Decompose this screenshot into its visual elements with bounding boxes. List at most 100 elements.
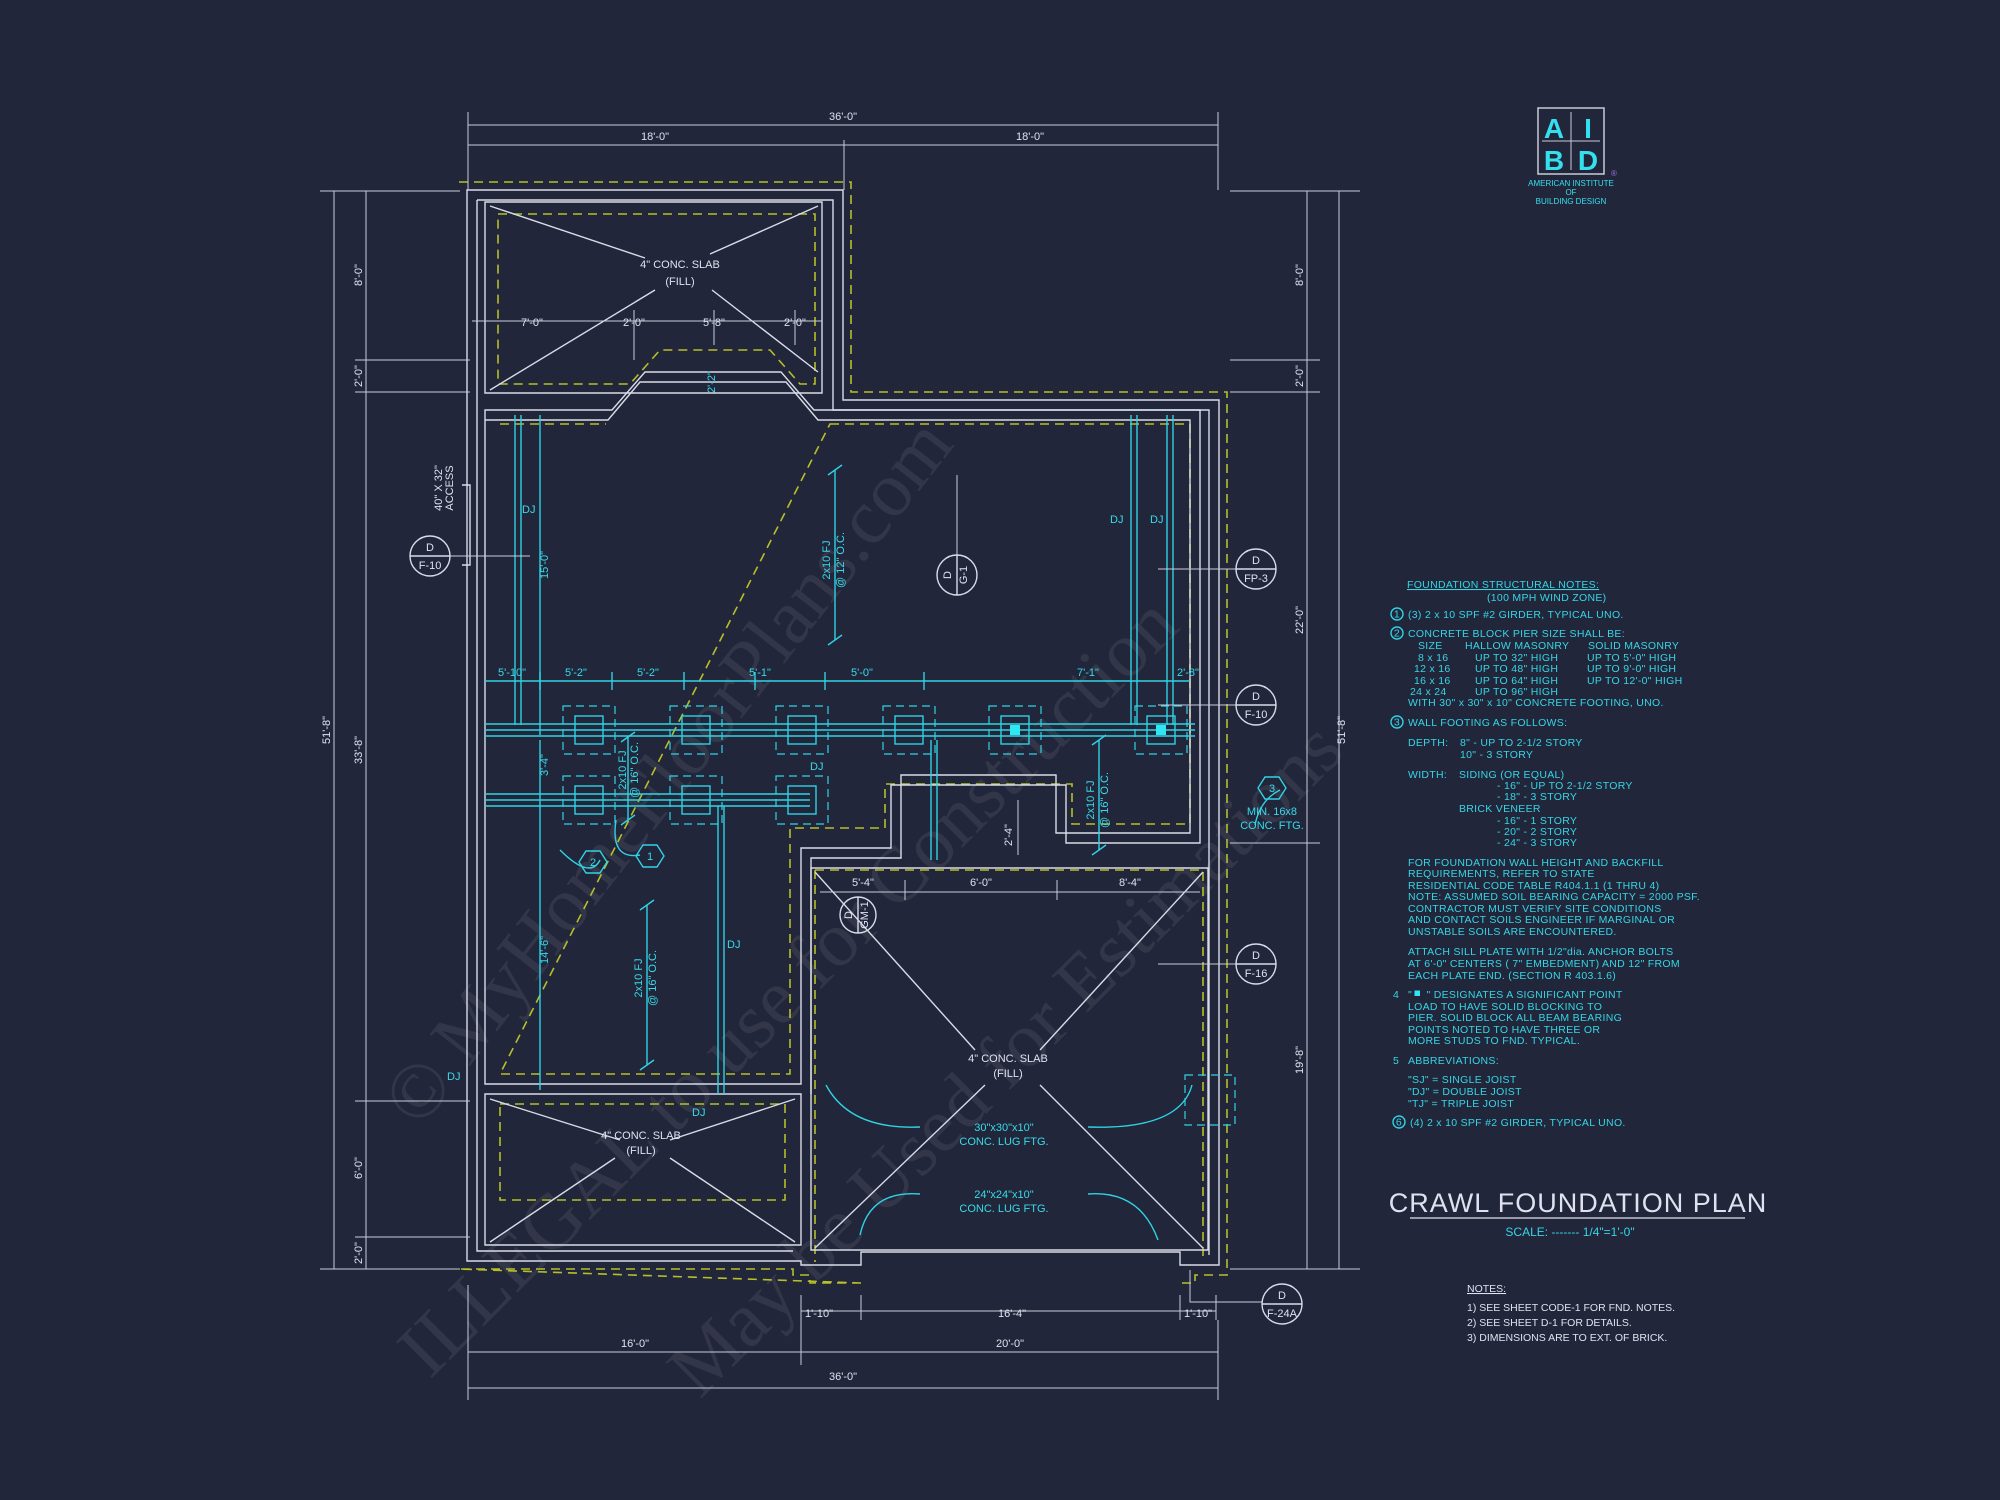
- drawing-title: CRAWL FOUNDATION PLAN: [1389, 1188, 1768, 1218]
- section-marker-bottom: G-1: [958, 566, 970, 584]
- dim-label: 2'-0": [784, 317, 806, 329]
- joist-spec-line: @ 16" O.C.: [1099, 772, 1111, 828]
- note-line: CONCRETE BLOCK PIER SIZE SHALL BE:: [1408, 628, 1625, 640]
- note-number-circle: [1390, 626, 1404, 640]
- logo-letter: A: [1544, 113, 1564, 144]
- aibd-logo: A I B D ® AMERICAN INSTITUTE OF BUILDING…: [1528, 107, 1617, 206]
- note-line: - 20" - 2 STORY: [1497, 826, 1577, 838]
- beam-dim: 2'-8": [1177, 667, 1199, 679]
- note-line: - 18" - 3 STORY: [1497, 791, 1577, 803]
- dim-label: 2'-0": [353, 365, 365, 387]
- note-line: UP TO 96" HIGH: [1475, 686, 1558, 698]
- note-line-part: ": [1408, 989, 1412, 1001]
- section-marker-f10[interactable]: DF-10: [409, 535, 530, 577]
- note-line: " " DESIGNATES A SIGNIFICANT POINT: [1408, 989, 1623, 1001]
- note-number: 3: [1394, 717, 1400, 729]
- section-marker-bottom: F-24A: [1267, 1308, 1298, 1320]
- title-block: CRAWL FOUNDATION PLAN SCALE: ------- 1/4…: [1389, 1188, 1768, 1344]
- note-line: HALLOW MASONRY: [1465, 640, 1569, 652]
- footing-outline: [458, 181, 1228, 1284]
- dim-label: 36'-0": [829, 111, 857, 123]
- logo-letter: B: [1544, 145, 1564, 176]
- note-line: ATTACH SILL PLATE WITH 1/2"dia. ANCHOR B…: [1408, 946, 1674, 958]
- foundation-walls: [462, 189, 1220, 1266]
- logo-text: BUILDING DESIGN: [1536, 197, 1607, 206]
- dim-label: 8'-4": [1119, 877, 1141, 889]
- hex-tag: 1: [635, 844, 665, 868]
- drawing-scale: SCALE: ------- 1/4"=1'-0": [1505, 1225, 1634, 1239]
- note-number: 2: [1394, 628, 1400, 640]
- note-line: 8 x 16: [1418, 652, 1448, 664]
- note-line: - 16" - 1 STORY: [1497, 815, 1577, 827]
- note-line: UP TO 12'-0" HIGH: [1587, 675, 1682, 687]
- note-line: LOAD TO HAVE SOLID BLOCKING TO: [1408, 1001, 1602, 1013]
- joist-spec-line: 2x10 FJ: [633, 958, 645, 997]
- dj-label: DJ: [1150, 514, 1163, 526]
- joist-spec-16oc: 2x10 FJ @ 16" O.C.: [617, 742, 641, 798]
- dim-label: 5'-8": [703, 317, 725, 329]
- dj-label: DJ: [692, 1107, 705, 1119]
- dj-label: DJ: [522, 504, 535, 516]
- general-note: 2) SEE SHEET D-1 FOR DETAILS.: [1467, 1317, 1632, 1329]
- section-marker-fp3[interactable]: DFP-3: [1158, 548, 1277, 590]
- dim-label: 16'-0": [621, 1338, 649, 1350]
- note-line: UNSTABLE SOILS ARE ENCOUNTERED.: [1408, 926, 1617, 938]
- joist-spec-16oc: 2x10 FJ @ 16" O.C.: [1085, 772, 1111, 828]
- logo-letter: I: [1584, 113, 1592, 144]
- note-line: - 24" - 3 STORY: [1497, 837, 1577, 849]
- note-line: UP TO 64" HIGH: [1475, 675, 1558, 687]
- dim-label: 51'-8": [1336, 716, 1348, 744]
- dim-label: 2'-0": [623, 317, 645, 329]
- joist-spec-line: 2x10 FJ: [617, 750, 629, 789]
- general-note: 1) SEE SHEET CODE-1 FOR FND. NOTES.: [1467, 1302, 1675, 1314]
- section-marker-top: D: [1252, 555, 1260, 567]
- note-line: UP TO 5'-0" HIGH: [1587, 652, 1676, 664]
- note-line: (3) 2 x 10 SPF #2 GIRDER, TYPICAL UNO.: [1408, 609, 1624, 621]
- note-line: MORE STUDS TO FND. TYPICAL.: [1408, 1035, 1580, 1047]
- access-label-line: ACCESS: [444, 465, 456, 510]
- slab-label: 4" CONC. SLAB: [601, 1130, 681, 1142]
- section-marker-f24a[interactable]: DF-24A: [1189, 1270, 1303, 1325]
- note-number: 6: [1396, 1117, 1402, 1129]
- crawl-access-label: 40" X 32" ACCESS: [433, 465, 456, 511]
- dim-label: 6'-0": [970, 877, 992, 889]
- note-line: EACH PLATE END. (SECTION R 403.1.6): [1408, 970, 1616, 982]
- dim-label: 5'-4": [852, 877, 874, 889]
- lug-footing-label: 30"x30"x10": [974, 1122, 1034, 1134]
- general-notes-heading: NOTES:: [1467, 1283, 1506, 1295]
- section-marker-top: D: [843, 911, 855, 919]
- dim-label: 18'-0": [1016, 131, 1044, 143]
- note-line: DEPTH:: [1408, 737, 1448, 749]
- note-line: AND CONTACT SOILS ENGINEER IF MARGINAL O…: [1408, 914, 1675, 926]
- note-line: (4) 2 x 10 SPF #2 GIRDER, TYPICAL UNO.: [1410, 1117, 1626, 1129]
- joist-dim: 14'-6": [539, 936, 551, 964]
- joist-spec-line: 2x10 FJ: [1085, 780, 1097, 819]
- slab-label: 4" CONC. SLAB: [968, 1053, 1048, 1065]
- lug-footing-label: 24"x24"x10": [974, 1189, 1034, 1201]
- logo-letter: D: [1578, 145, 1598, 176]
- framing: [485, 415, 1281, 1241]
- dim-label: 1'-10": [805, 1308, 833, 1320]
- section-marker-f16[interactable]: DF-16: [1158, 943, 1277, 985]
- registered-mark: ®: [1611, 169, 1617, 178]
- section-marker-gm1[interactable]: D GM-1: [839, 896, 877, 934]
- note-line: NOTE: ASSUMED SOIL BEARING CAPACITY = 20…: [1408, 891, 1700, 903]
- note-line: CONTRACTOR MUST VERIFY SITE CONDITIONS: [1408, 903, 1662, 915]
- note-line: 24 x 24: [1410, 686, 1447, 698]
- hex-tag-number: 3: [1269, 783, 1275, 795]
- section-marker-bottom: GM-1: [859, 901, 871, 929]
- section-marker-bottom: F-16: [1245, 968, 1268, 980]
- note-line: - 16" - UP TO 2-1/2 STORY: [1497, 780, 1633, 792]
- note-line: BRICK VENEER: [1459, 803, 1541, 815]
- dim-label: 2'-4": [1003, 824, 1015, 846]
- dj-label: DJ: [810, 761, 823, 773]
- framing-labels: 5'-1" 5'-10" 5'-2" 5'-2" 5'-0" 7'-1" 2'-…: [447, 371, 1304, 1215]
- note-line-part: " DESIGNATES A SIGNIFICANT POINT: [1420, 989, 1623, 1001]
- section-marker-f10-right[interactable]: DF-10: [1158, 684, 1277, 726]
- dim-label: 20'-0": [996, 1338, 1024, 1350]
- lug-footing-label: CONC. LUG FTG.: [959, 1203, 1048, 1215]
- note-line: PIER. SOLID BLOCK ALL BEAM BEARING: [1408, 1012, 1622, 1024]
- joist-spec-line: @ 16" O.C.: [647, 950, 659, 1006]
